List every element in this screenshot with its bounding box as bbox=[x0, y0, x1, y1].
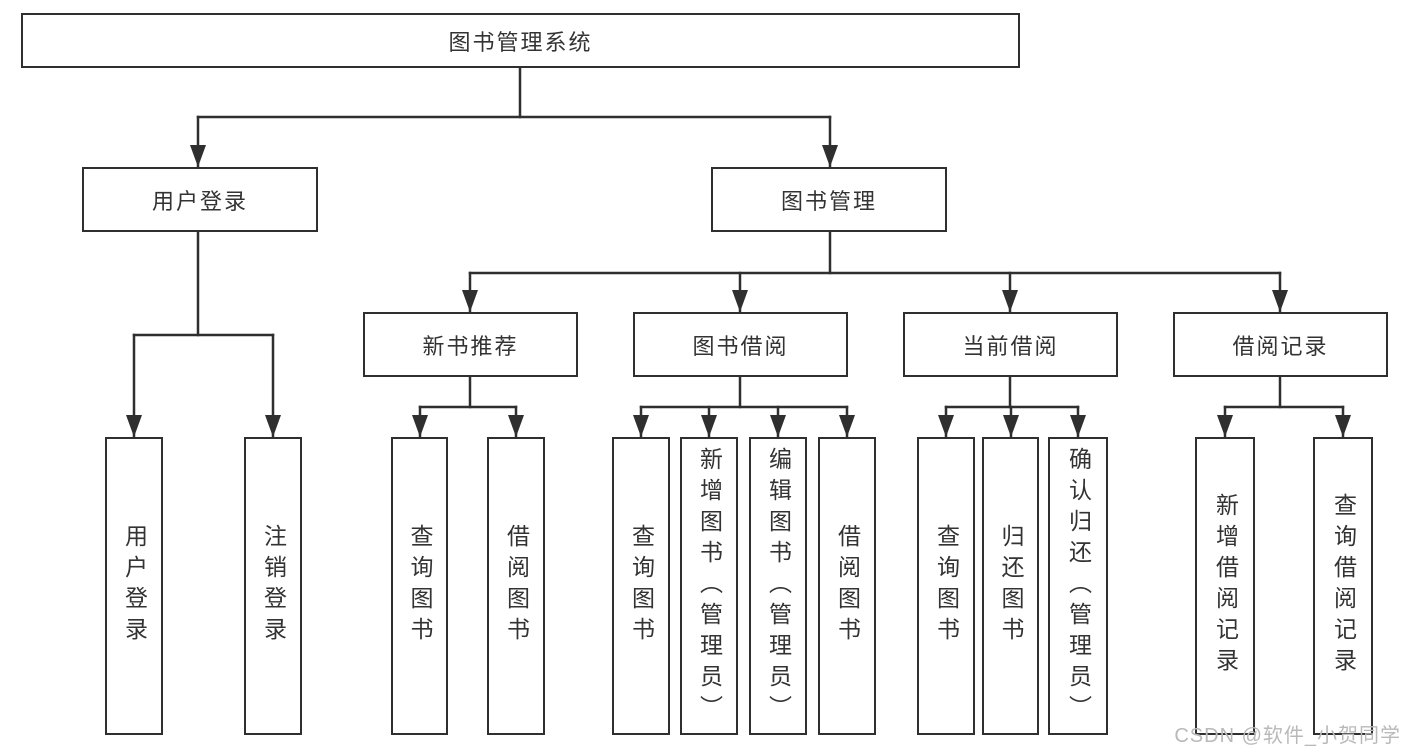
csdn-watermark: CSDN @软件_小贺同学 bbox=[1174, 725, 1401, 747]
node-current-borrowing: 当前借阅 bbox=[903, 312, 1118, 377]
leaf-borrow-books: 借阅图书 bbox=[818, 437, 876, 735]
leaf-add-book-admin: 新增图书（管理员） bbox=[680, 437, 738, 735]
leaf-query-borrow-record: 查询借阅记录 bbox=[1313, 437, 1373, 735]
node-user-login: 用户登录 bbox=[82, 167, 318, 232]
leaf-query-books-borrowing: 查询图书 bbox=[612, 437, 670, 735]
leaf-add-borrow-record: 新增借阅记录 bbox=[1195, 437, 1255, 735]
node-new-book-recommend: 新书推荐 bbox=[363, 312, 578, 377]
leaf-query-books-recommend: 查询图书 bbox=[391, 437, 448, 735]
leaf-borrow-books-recommend: 借阅图书 bbox=[487, 437, 545, 735]
leaf-user-login: 用户登录 bbox=[105, 437, 163, 735]
node-book-management: 图书管理 bbox=[711, 167, 947, 232]
node-book-borrowing: 图书借阅 bbox=[633, 312, 848, 377]
leaf-confirm-return-admin: 确认归还（管理员） bbox=[1048, 437, 1108, 735]
leaf-edit-book-admin: 编辑图书（管理员） bbox=[749, 437, 807, 735]
node-library-system: 图书管理系统 bbox=[21, 13, 1020, 68]
leaf-logout: 注销登录 bbox=[244, 437, 302, 735]
node-borrow-records: 借阅记录 bbox=[1173, 312, 1388, 377]
leaf-return-book: 归还图书 bbox=[982, 437, 1039, 735]
leaf-query-books-current: 查询图书 bbox=[917, 437, 975, 735]
